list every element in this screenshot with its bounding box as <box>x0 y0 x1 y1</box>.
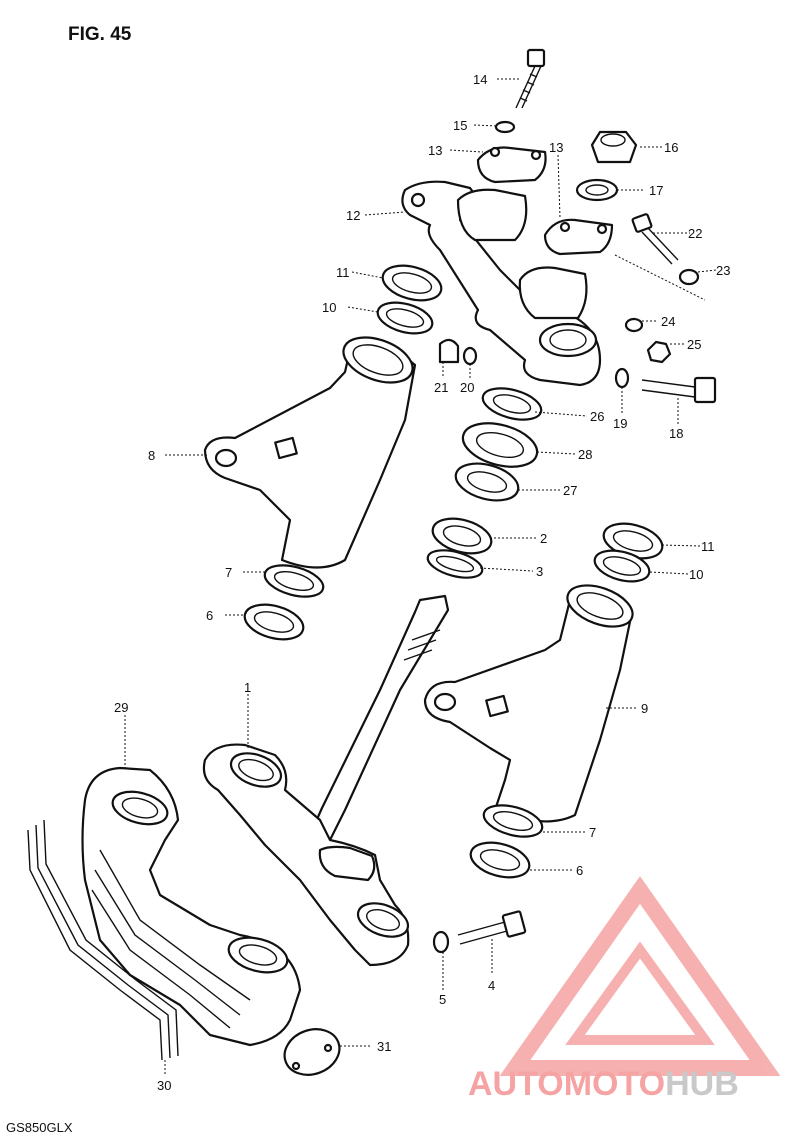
callout-18: 18 <box>669 426 683 441</box>
callout-7-right: 7 <box>589 825 596 840</box>
callout-9: 9 <box>641 701 648 716</box>
fork-cover-right <box>423 584 634 823</box>
callout-24: 24 <box>661 314 675 329</box>
callout-30: 30 <box>157 1078 171 1093</box>
fork-trim-cover <box>81 766 302 1047</box>
washer-24 <box>624 317 644 333</box>
callout-16: 16 <box>664 140 678 155</box>
callout-6-right: 6 <box>576 863 583 878</box>
bearing-2 <box>431 517 493 555</box>
seal-7-right <box>482 804 544 838</box>
dust-seal-11-left <box>381 264 443 302</box>
washer-5 <box>432 930 450 954</box>
race-3 <box>426 549 484 579</box>
steering-stem <box>308 594 450 842</box>
bearing-27 <box>454 462 520 502</box>
watermark-moto: MOTO <box>564 1065 665 1103</box>
callout-8: 8 <box>148 448 155 463</box>
callout-5: 5 <box>439 992 446 1007</box>
cap-nut-21 <box>438 338 460 364</box>
fork-cover-left <box>203 336 417 569</box>
washer-15 <box>494 120 516 134</box>
seal-10-left <box>376 301 434 335</box>
watermark-hub: HUB <box>665 1065 739 1103</box>
lower-bracket <box>202 743 410 967</box>
callout-13-right: 13 <box>549 140 563 155</box>
callout-31: 31 <box>377 1039 391 1054</box>
watermark-wordmark: AUTOMOTOHUB <box>468 1065 739 1103</box>
model-code: GS850GLX <box>6 1120 73 1135</box>
callout-23: 23 <box>716 263 730 278</box>
callout-26: 26 <box>590 409 604 424</box>
callout-10-left: 10 <box>322 300 336 315</box>
callout-21: 21 <box>434 380 448 395</box>
callout-15: 15 <box>453 118 467 133</box>
callout-20: 20 <box>460 380 474 395</box>
top-bolt <box>515 48 546 109</box>
steering-stem-nut <box>590 130 638 164</box>
callout-14: 14 <box>473 72 487 87</box>
callout-27: 27 <box>563 483 577 498</box>
handlebar-clamp-right <box>543 218 614 256</box>
callout-2: 2 <box>540 531 547 546</box>
washer-17 <box>575 178 619 202</box>
callout-25: 25 <box>687 337 701 352</box>
washer-23 <box>678 268 700 286</box>
pinch-bolt-18 <box>641 376 717 404</box>
callout-22: 22 <box>688 226 702 241</box>
callout-13-left: 13 <box>428 143 442 158</box>
bolt-4 <box>457 910 527 945</box>
cap-nut-25 <box>646 340 672 364</box>
washer-20 <box>462 346 478 366</box>
callout-1: 1 <box>244 680 251 695</box>
figure-title: FIG. 45 <box>68 24 132 45</box>
callout-17: 17 <box>649 183 663 198</box>
callout-7-left: 7 <box>225 565 232 580</box>
callout-11-right: 11 <box>701 539 715 554</box>
emblem-strips <box>27 819 179 1061</box>
seal-10-right <box>593 549 651 583</box>
watermark-logo <box>499 876 781 1076</box>
callout-4: 4 <box>488 978 495 993</box>
dust-seal-28 <box>461 422 539 468</box>
washer-6-left <box>243 603 305 641</box>
upper-bracket <box>401 180 602 387</box>
callout-29: 29 <box>114 700 128 715</box>
callout-10-right: 10 <box>689 567 703 582</box>
watermark-auto: AUTO <box>468 1065 564 1103</box>
leader-lines <box>124 78 717 1075</box>
callout-12: 12 <box>346 208 360 223</box>
clamp-bolt-22 <box>631 213 679 265</box>
callout-11-left: 11 <box>336 265 350 280</box>
washer-19 <box>614 367 630 389</box>
bearing-nut-26 <box>481 387 543 421</box>
handlebar-clamp-left <box>476 146 547 184</box>
washer-6-right <box>469 841 531 879</box>
callout-19: 19 <box>613 416 627 431</box>
emblem-31 <box>283 1028 341 1076</box>
callout-3: 3 <box>536 564 543 579</box>
callout-6-left: 6 <box>206 608 213 623</box>
callout-28: 28 <box>578 447 592 462</box>
seal-7-left <box>263 564 325 598</box>
